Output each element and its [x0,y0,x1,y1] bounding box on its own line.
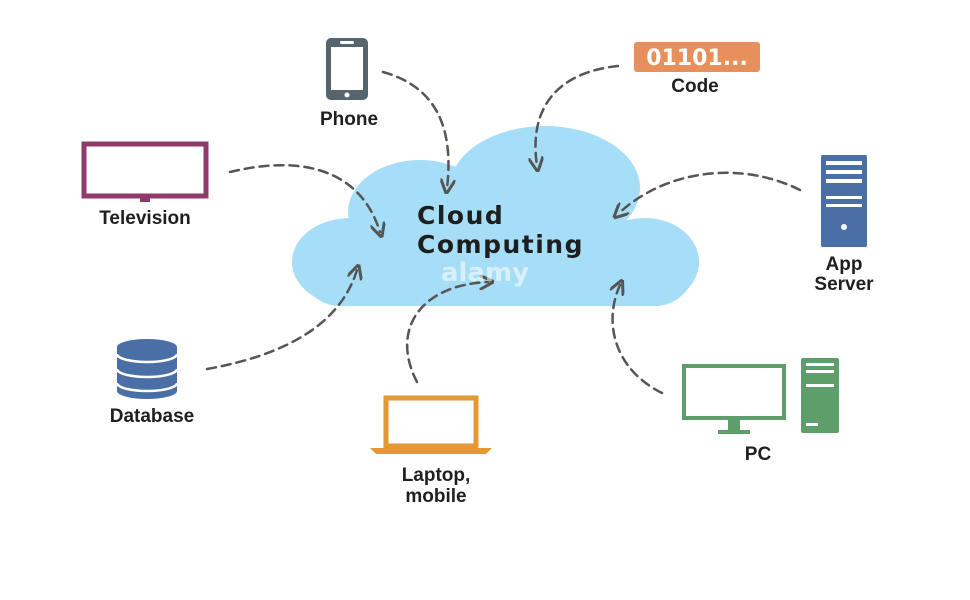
phone-icon [326,38,368,100]
laptop-label-line2: mobile [405,486,467,507]
tower-icon [801,358,839,433]
arrow-phone [381,70,448,188]
television-icon [81,141,209,202]
arrow-laptop [406,282,488,384]
television-label: Television [99,208,191,229]
database-icon [115,339,179,399]
app-server-label-line1: App [825,254,863,275]
monitor-icon [682,364,786,434]
code-badge-icon: 01101... [634,42,760,72]
arrow-database [205,270,357,371]
cloud-title-line1: Cloud [417,201,505,230]
phone-label: Phone [319,109,379,130]
arrow-code [535,64,620,166]
pc-label: PC [744,444,772,465]
arrow-pc [613,285,664,395]
watermark: alamy [441,258,529,288]
laptop-icon [370,395,492,454]
cloud-title-line2: Computing [417,230,584,259]
database-label: Database [109,406,195,427]
laptop-label-line1: Laptop, [401,465,471,486]
server-icon [821,155,867,247]
arrow-television [228,163,380,232]
connector-arrows [205,64,802,395]
cloud-shape [292,126,699,306]
arrow-app-server [618,171,802,214]
code-badge-text: 01101... [646,46,748,71]
code-label: Code [671,76,719,97]
app-server-label-line2: Server [814,274,874,295]
